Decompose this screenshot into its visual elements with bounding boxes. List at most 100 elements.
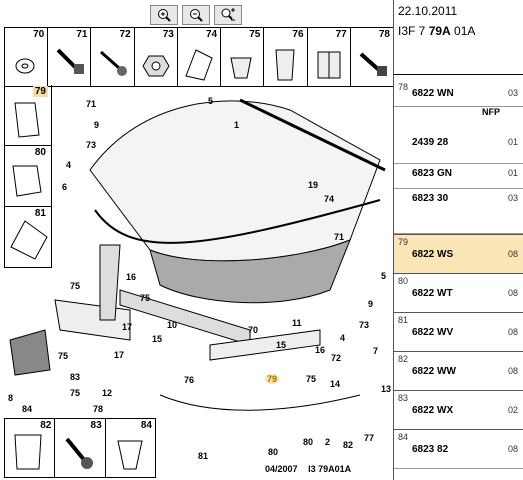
part-cell[interactable]: 73 xyxy=(133,28,177,86)
callout-label[interactable]: 15 xyxy=(276,340,287,350)
callout-label[interactable]: 80 xyxy=(303,437,314,447)
callout-label[interactable]: 71 xyxy=(334,232,345,242)
callout-label[interactable]: 15 xyxy=(152,334,163,344)
row-qty: 08 xyxy=(508,366,519,376)
zoom-fit-button[interactable] xyxy=(214,5,242,25)
row-ref: 6822 WS xyxy=(412,249,454,260)
part-cell[interactable]: 80 xyxy=(4,146,52,207)
callout-label[interactable]: 16 xyxy=(315,345,326,355)
drawing-stamp: 04/2007 I3 79A01A xyxy=(265,464,359,474)
callout-label[interactable]: 5 xyxy=(381,271,387,281)
row-qty: 08 xyxy=(508,327,519,337)
code-suffix: 01A xyxy=(450,24,476,38)
panel-date: 22.10.2011 xyxy=(398,4,458,18)
part-cell[interactable]: 82 xyxy=(5,419,54,477)
zoom-in-button[interactable] xyxy=(150,5,178,25)
callout-label[interactable]: 10 xyxy=(167,320,178,330)
callout-label-highlighted[interactable]: 79 xyxy=(265,374,280,384)
part-cell[interactable]: 74 xyxy=(176,28,220,86)
callout-label[interactable]: 75 xyxy=(70,388,81,398)
callout-label[interactable]: 19 xyxy=(308,180,319,190)
callout-label[interactable]: 76 xyxy=(184,375,195,385)
callout-label[interactable]: 75 xyxy=(306,374,317,384)
rivet-icon xyxy=(117,440,143,470)
row-ref: 6823 30 xyxy=(412,193,449,204)
callout-label[interactable]: 4 xyxy=(340,333,346,343)
callout-label[interactable]: 73 xyxy=(86,140,97,150)
callout-label[interactable]: 73 xyxy=(359,320,370,330)
callout-label[interactable]: 9 xyxy=(94,120,100,130)
callout-label[interactable]: 70 xyxy=(248,325,259,335)
part-cell[interactable]: 70 xyxy=(4,28,47,86)
callout-label[interactable]: 14 xyxy=(330,379,341,389)
callout-label[interactable]: 77 xyxy=(364,433,375,443)
callout-label[interactable]: 2 xyxy=(325,437,331,447)
callout-label[interactable]: 83 xyxy=(70,372,81,382)
callout-label[interactable]: 6 xyxy=(62,182,68,192)
callout-label[interactable]: 9 xyxy=(368,299,374,309)
bottom-parts-strip: 82 83 84 xyxy=(4,418,156,478)
part-cell[interactable]: 77 xyxy=(306,28,350,86)
callout-label[interactable]: 17 xyxy=(114,350,125,360)
part-cell[interactable]: 79 xyxy=(4,85,52,146)
top-parts-strip: 70 71 72 73 74 75 76 77 78 xyxy=(4,27,393,87)
callout-label[interactable]: 5 xyxy=(208,96,214,106)
part-cell[interactable]: 71 xyxy=(47,28,90,86)
part-number: 81 xyxy=(34,208,46,219)
list-row[interactable]: 6823 30 03 xyxy=(394,189,523,234)
left-parts-column: 79 80 81 xyxy=(4,85,52,268)
bolt-icon xyxy=(56,48,85,74)
part-cell[interactable]: 75 xyxy=(220,28,263,86)
callout-label[interactable]: 75 xyxy=(70,281,81,291)
screw-icon xyxy=(100,50,128,76)
callout-label[interactable]: 80 xyxy=(268,447,279,457)
part-number: 78 xyxy=(378,29,390,40)
part-number: 74 xyxy=(205,29,218,40)
bolt-icon xyxy=(65,437,94,469)
callout-label[interactable]: 75 xyxy=(58,351,69,361)
code-bold: 79A xyxy=(428,24,451,38)
callout-label[interactable]: 74 xyxy=(324,194,335,204)
part-cell[interactable]: 78 xyxy=(349,28,393,86)
callout-label[interactable]: 16 xyxy=(126,272,137,282)
part-cell[interactable]: 83 xyxy=(54,419,104,477)
callout-label[interactable]: 13 xyxy=(381,384,392,394)
callout-label[interactable]: 4 xyxy=(66,160,72,170)
part-cell[interactable]: 84 xyxy=(104,419,155,477)
callout-label[interactable]: 78 xyxy=(93,404,104,414)
code-prefix: I3F 7 xyxy=(398,24,429,38)
callout-label[interactable]: 84 xyxy=(22,404,33,414)
callout-label[interactable]: 12 xyxy=(102,388,113,398)
callout-label[interactable]: 72 xyxy=(331,353,342,363)
part-cell[interactable]: 72 xyxy=(90,28,133,86)
diagram-toolbar xyxy=(150,5,242,25)
row-qty: 03 xyxy=(508,193,519,203)
callout-label[interactable]: 17 xyxy=(122,322,133,332)
callout-label[interactable]: 1 xyxy=(234,120,240,130)
callout-label[interactable]: 8 xyxy=(8,393,14,403)
row-index: 82 xyxy=(398,354,409,364)
callout-label[interactable]: 81 xyxy=(198,451,209,461)
row-ref: 6822 WW xyxy=(412,366,456,377)
part-number: 76 xyxy=(292,29,304,40)
clip-icon xyxy=(12,165,42,197)
row-ref: 6822 WT xyxy=(412,288,453,299)
callout-label[interactable]: 75 xyxy=(140,293,151,303)
callout-label[interactable]: 11 xyxy=(292,318,302,328)
callout-label[interactable]: 82 xyxy=(343,440,354,450)
part-cell[interactable]: 81 xyxy=(4,207,52,268)
row-index: 84 xyxy=(398,432,409,442)
callout-label[interactable]: 71 xyxy=(86,99,97,109)
part-cell[interactable]: 76 xyxy=(263,28,306,86)
zoom-out-button[interactable] xyxy=(182,5,210,25)
callout-label[interactable]: 7 xyxy=(373,346,379,356)
